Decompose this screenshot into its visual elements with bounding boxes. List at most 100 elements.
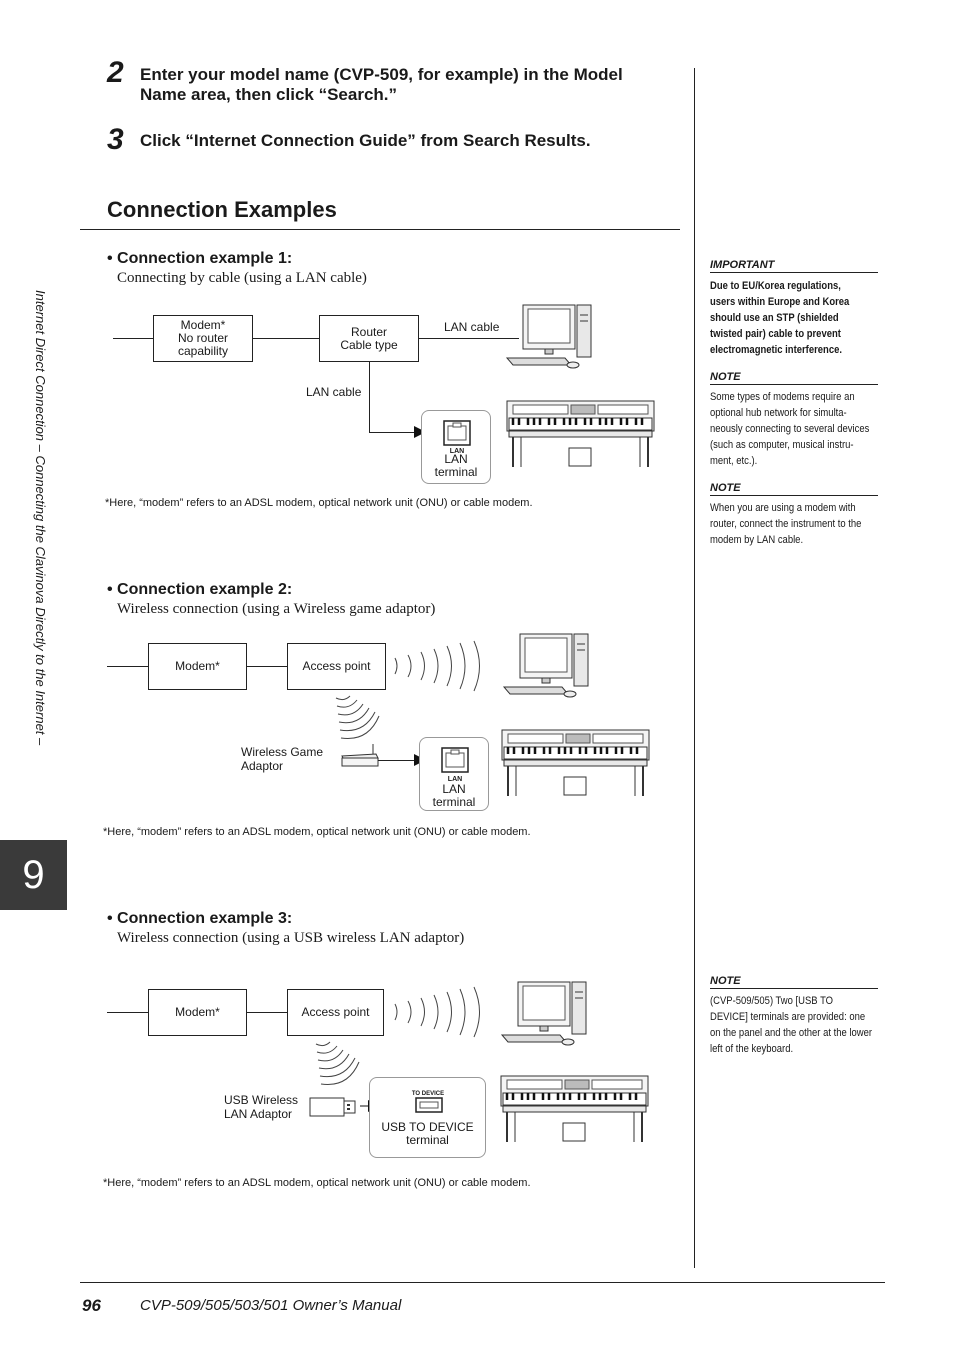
piano-icon — [501, 729, 650, 796]
modem-line: capability — [177, 344, 229, 358]
lan-port-icon — [441, 747, 469, 773]
terminal-line: terminal — [434, 465, 478, 479]
access-point-box: Access point — [287, 643, 386, 690]
note-line: on the panel and the other at the lower — [710, 1027, 872, 1039]
note-line: modem by LAN cable. — [710, 534, 804, 546]
port-label: LAN — [449, 448, 465, 455]
adaptor-label: Wireless Game Adaptor — [241, 745, 323, 773]
example-heading: • Connection example 1: — [107, 250, 293, 267]
step-text: Enter your model name (CVP-509, for exam… — [140, 65, 623, 104]
connection-line — [107, 1012, 148, 1013]
chapter-side-title: Internet Direct Connection – Connecting … — [33, 290, 48, 746]
note-text: Some types of modems require an optional… — [710, 389, 882, 469]
note-line: (CVP-509/505) Two [USB TO — [710, 995, 834, 1007]
note-heading: NOTE — [710, 371, 878, 385]
port-label: LAN — [447, 776, 463, 783]
step-number: 2 — [107, 56, 124, 89]
column-divider — [694, 68, 695, 1268]
connection-line — [378, 760, 415, 761]
piano-icon — [506, 400, 655, 467]
usb-terminal-box — [369, 1077, 486, 1158]
adaptor-line: Wireless Game — [241, 745, 324, 759]
terminal-label: USB TO DEVICE terminal — [369, 1121, 486, 1147]
lan-cable-label: LAN cable — [444, 320, 500, 334]
modem-box: Modem* — [148, 989, 247, 1036]
adaptor-line: Adaptor — [241, 759, 284, 773]
modem-box: Modem* — [148, 643, 247, 690]
connection-line — [419, 338, 519, 339]
note-line: router, connect the instrument to the — [710, 518, 862, 530]
important-line: twisted pair) cable to prevent — [710, 328, 841, 340]
section-title: Connection Examples — [107, 197, 337, 222]
footnote: *Here, “modem” refers to an ADSL modem, … — [105, 497, 533, 509]
note-heading: NOTE — [710, 482, 878, 496]
usb-dongle-icon — [309, 1097, 356, 1117]
terminal-line: LAN — [442, 782, 466, 796]
piano-icon — [500, 1075, 649, 1142]
note-text: (CVP-509/505) Two [USB TO DEVICE] termin… — [710, 993, 882, 1057]
connection-line — [369, 362, 370, 432]
game-adaptor-icon — [341, 744, 379, 767]
computer-icon — [505, 304, 592, 369]
chapter-tab: 9 — [0, 840, 67, 910]
note-text: When you are using a modem with router, … — [710, 500, 882, 548]
note-line: ment, etc.). — [710, 455, 758, 467]
step-number: 3 — [107, 123, 124, 156]
connection-line — [253, 338, 319, 339]
important-text: Due to EU/Korea regulations, users withi… — [710, 278, 873, 358]
port-label: TO DEVICE — [411, 1091, 445, 1097]
usb-port-icon — [415, 1097, 443, 1113]
terminal-line: terminal — [406, 1133, 449, 1147]
footnote: *Here, “modem” refers to an ADSL modem, … — [103, 826, 531, 838]
terminal-label: LAN terminal — [419, 783, 489, 809]
note-line: (such as computer, musical instru- — [710, 439, 854, 451]
note-heading: NOTE — [710, 975, 878, 989]
modem-line: No router — [177, 331, 229, 345]
connection-line — [247, 1012, 287, 1013]
terminal-line: terminal — [432, 795, 476, 809]
modem-line: Modem* — [180, 318, 226, 332]
router-box: Router Cable type — [319, 315, 419, 362]
lan-cable-label: LAN cable — [306, 385, 362, 399]
terminal-label: LAN terminal — [421, 453, 491, 479]
adaptor-line: LAN Adaptor — [224, 1107, 293, 1121]
note-line: left of the keyboard. — [710, 1043, 794, 1055]
important-line: users within Europe and Korea — [710, 296, 850, 308]
wireless-waves-icon — [394, 640, 480, 692]
wireless-waves-icon — [335, 695, 380, 740]
note-line: Some types of modems require an — [710, 391, 855, 403]
note-line: optional hub network for simulta- — [710, 407, 847, 419]
footnote: *Here, “modem” refers to an ADSL modem, … — [103, 1177, 531, 1189]
computer-icon — [500, 981, 587, 1046]
wireless-waves-icon — [315, 1041, 360, 1086]
connection-line — [247, 666, 287, 667]
important-line: electromagnetic interference. — [710, 344, 842, 356]
lan-port-icon — [443, 420, 471, 446]
step-text: Click “Internet Connection Guide” from S… — [140, 131, 591, 150]
router-line: Router — [350, 324, 388, 339]
note-line: DEVICE] terminals are provided: one — [710, 1011, 866, 1023]
modem-box: Modem* No router capability — [153, 315, 253, 362]
connection-line — [113, 338, 153, 339]
wireless-waves-icon — [394, 986, 480, 1038]
example-subtitle: Connecting by cable (using a LAN cable) — [117, 270, 367, 286]
connection-line — [369, 432, 414, 433]
page-number: 96 — [82, 1296, 101, 1315]
access-point-box: Access point — [287, 989, 384, 1036]
example-subtitle: Wireless connection (using a USB wireles… — [117, 930, 465, 946]
computer-icon — [502, 633, 589, 698]
section-rule — [80, 229, 680, 230]
important-line: should use an STP (shielded — [710, 312, 839, 324]
example-subtitle: Wireless connection (using a Wireless ga… — [117, 601, 436, 617]
connection-line — [107, 666, 148, 667]
manual-title: CVP-509/505/503/501 Owner’s Manual — [140, 1297, 402, 1314]
important-line: Due to EU/Korea regulations, — [710, 280, 841, 292]
note-line: When you are using a modem with — [710, 502, 856, 514]
important-heading: IMPORTANT — [710, 259, 878, 273]
adaptor-line: USB Wireless — [224, 1093, 299, 1107]
terminal-line: USB TO DEVICE — [381, 1120, 474, 1134]
example-heading: • Connection example 2: — [107, 581, 293, 598]
footer-rule — [80, 1282, 885, 1283]
adaptor-label: USB Wireless LAN Adaptor — [224, 1093, 298, 1121]
terminal-line: LAN — [444, 452, 468, 466]
